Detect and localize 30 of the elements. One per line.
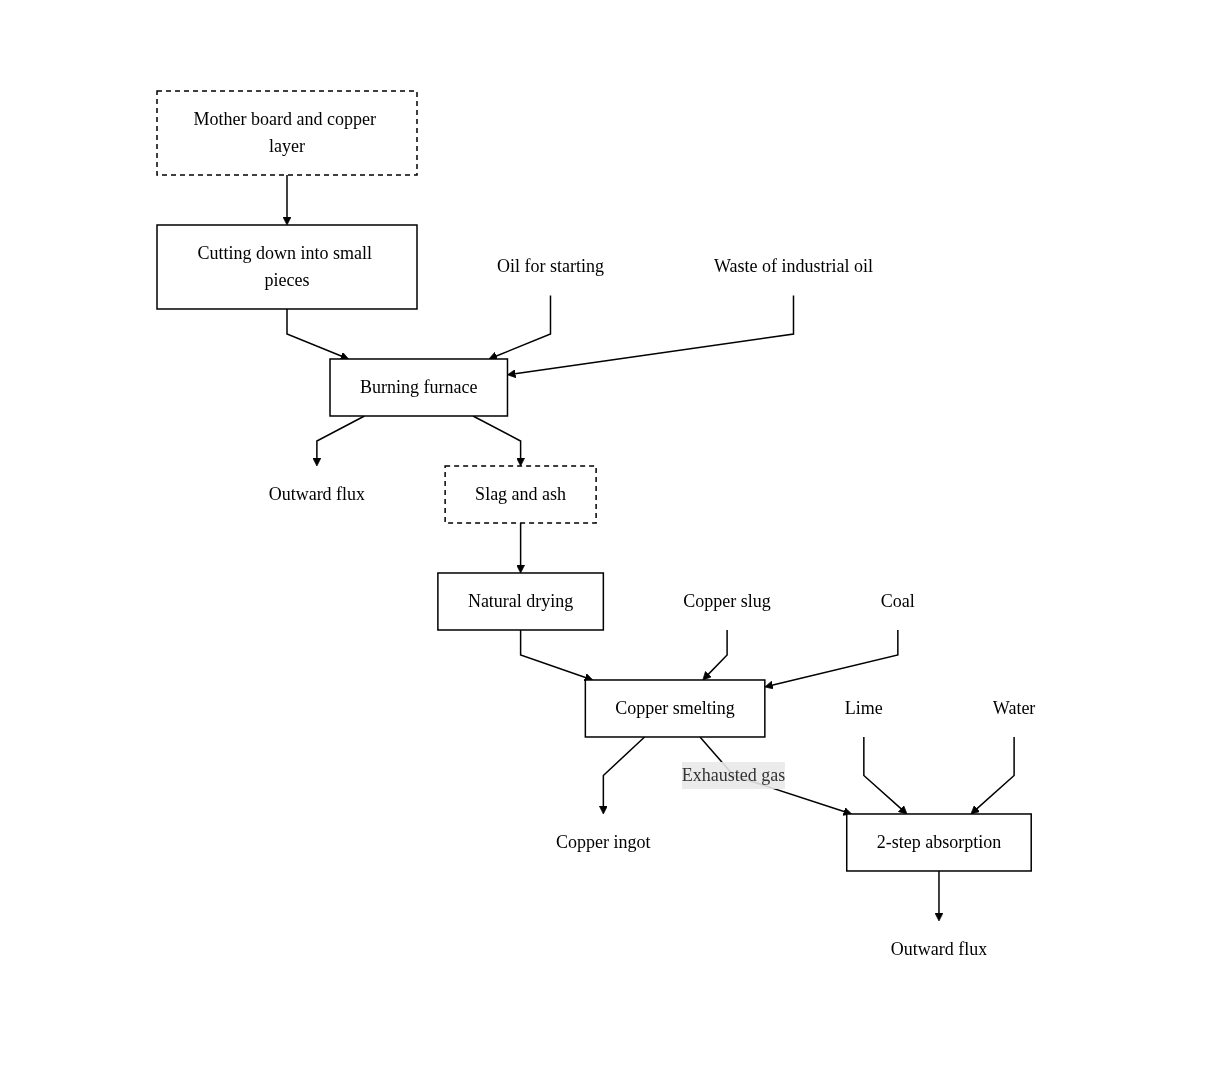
node-text: Copper ingot <box>555 831 651 852</box>
node-text: Water <box>992 697 1036 718</box>
arrow <box>702 628 728 680</box>
arrow <box>282 173 292 225</box>
arrow <box>862 735 908 814</box>
node-box: Cutting down into small pieces <box>156 223 418 310</box>
node-box: Burning furnace <box>329 357 509 417</box>
node-box: Copper smelting <box>584 678 766 738</box>
arrow <box>472 414 525 466</box>
node-box: Natural drying <box>436 571 604 631</box>
node-text: Oil for starting <box>496 256 604 276</box>
arrow <box>934 869 944 921</box>
node-text: Copper slug <box>683 590 771 611</box>
node-box: 2-step absorption <box>845 812 1032 872</box>
node-box: Slag and ash <box>444 464 597 524</box>
arrow <box>516 521 525 573</box>
arrow <box>970 735 1015 814</box>
node-text: Outward flux <box>268 483 365 504</box>
arrow <box>286 307 349 360</box>
node-text: Coal <box>880 590 915 611</box>
arrow <box>488 294 552 360</box>
arrow <box>519 628 593 682</box>
arrow <box>598 735 646 814</box>
node-text: Outward flux <box>890 938 988 959</box>
node-box: Mother board and copper layer <box>156 89 418 176</box>
node-text: Lime <box>844 697 883 718</box>
arrow <box>312 414 366 466</box>
arrow <box>764 628 899 689</box>
edge-label: Exhausted gas <box>681 764 786 785</box>
node-text: Waste of industrial oil <box>713 256 873 276</box>
